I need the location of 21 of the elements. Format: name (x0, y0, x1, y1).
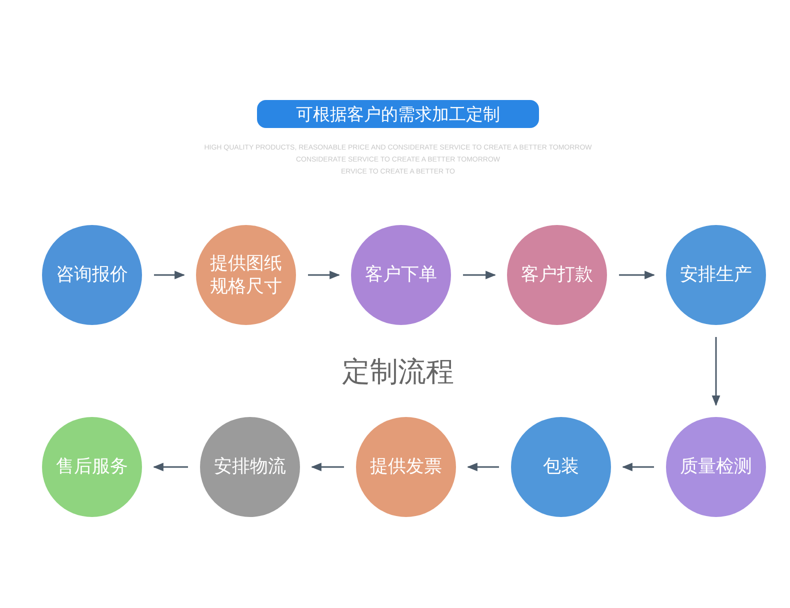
step-label: 客户打款 (520, 263, 594, 287)
arrow (712, 337, 720, 406)
title-banner: 可根据客户的需求加工定制 (257, 100, 539, 128)
step-label: 安排生产 (679, 263, 753, 287)
step-label: 售后服务 (55, 455, 129, 479)
step-label: 包装 (542, 455, 580, 479)
arrow (154, 270, 186, 280)
arrow (152, 462, 188, 472)
step-label: 提供图纸规格尺寸 (209, 252, 283, 298)
step-label: 客户下单 (364, 263, 438, 287)
section-heading: 定制流程 (342, 354, 454, 390)
arrow (463, 270, 496, 280)
arrow (619, 270, 656, 280)
step-label: 提供发票 (369, 455, 443, 479)
step-label: 安排物流 (213, 455, 287, 479)
step-label: 咨询报价 (55, 263, 129, 287)
step-label: 质量检测 (679, 455, 753, 479)
arrow (308, 270, 340, 280)
arrow (622, 462, 654, 472)
arrow (310, 462, 344, 472)
arrow (466, 462, 499, 472)
